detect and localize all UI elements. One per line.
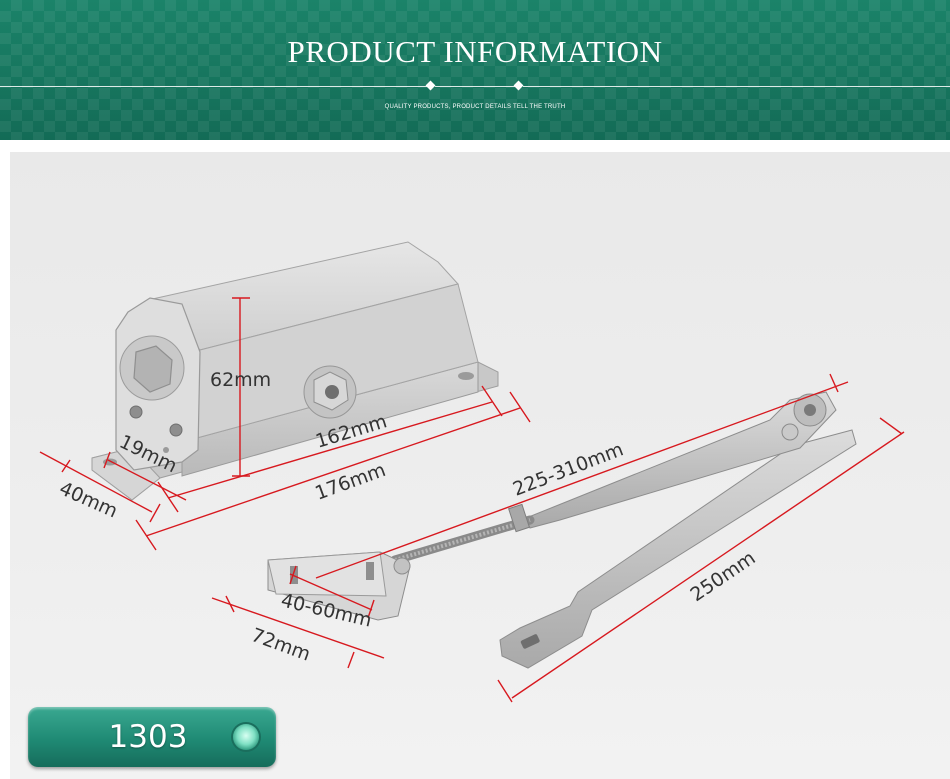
dim-height-label: 62mm	[210, 369, 271, 391]
banner-subtitle: QUALITY PRODUCTS, PRODUCT DETAILS TELL T…	[384, 104, 566, 110]
banner-divider-center	[435, 86, 515, 87]
model-badge: 1303	[28, 707, 276, 767]
arm-assembly	[267, 391, 857, 669]
indicator-dot-icon	[233, 724, 259, 750]
closer-body	[91, 241, 499, 501]
banner-title: PRODUCT INFORMATION	[287, 34, 663, 69]
banner-divider-right	[523, 86, 950, 87]
model-number: 1303	[108, 719, 188, 755]
dim-lower-arm-label: 250mm	[686, 547, 759, 606]
header-banner: PRODUCT INFORMATION QUALITY PRODUCTS, PR…	[0, 0, 950, 140]
dimension-lines	[39, 297, 905, 703]
banner-divider-left	[0, 86, 428, 87]
